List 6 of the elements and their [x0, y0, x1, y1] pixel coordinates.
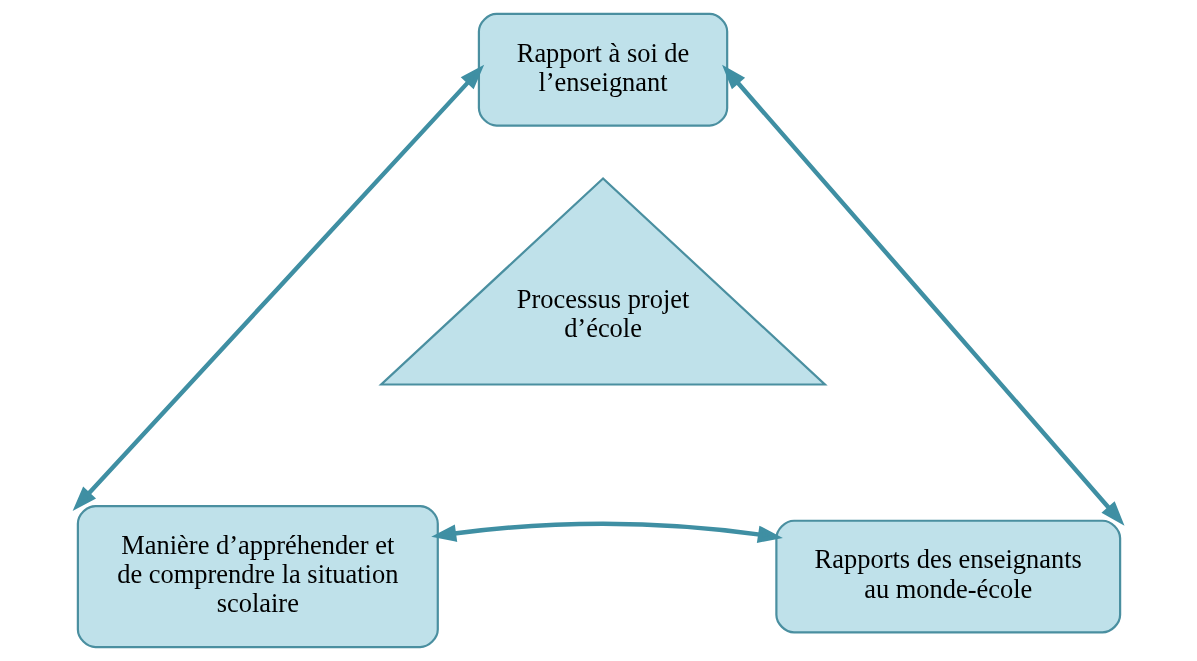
- arrow: [72, 64, 484, 511]
- arrow: [721, 64, 1124, 526]
- node-box: Manière d’appréhender et de comprendre la situation scolaire: [76, 504, 439, 649]
- node-box: Rapport à soi de l’enseignant: [477, 12, 728, 127]
- node-box: Rapports des enseignants au monde-école: [774, 519, 1121, 634]
- arrow: [430, 521, 783, 543]
